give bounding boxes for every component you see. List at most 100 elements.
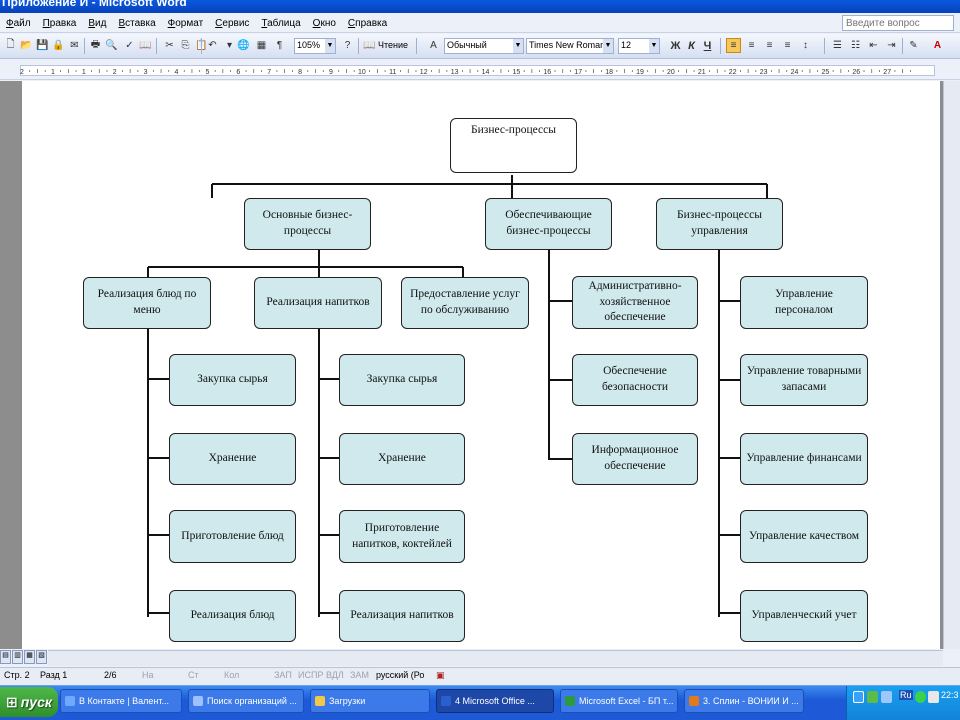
styles-pane-icon[interactable]: A [430,40,437,51]
help-icon[interactable]: ? [344,40,351,51]
align-left-icon[interactable]: ≡ [726,38,741,53]
print-layout-icon[interactable]: ▦ [24,650,35,664]
menu-item-label: айл [13,17,31,29]
save-icon[interactable]: 💾 [36,40,49,51]
network-icon[interactable] [853,691,864,703]
language-indicator[interactable]: Ru [899,690,913,700]
menu-item[interactable]: Вид [82,18,112,29]
document-page[interactable]: Бизнес-процессы Основные бизнес-процессы… [22,81,940,649]
drinks-step-node[interactable]: Закупка сырья [339,354,465,406]
ruler-label: 13 [451,69,459,76]
menu-item[interactable]: Окно [307,18,342,29]
taskbar-button[interactable]: 3. Сплин - ВОНИИ И ... [684,689,804,713]
reading-mode-label[interactable]: Чтение [378,40,409,50]
font-select[interactable]: Times New Roman▼ [526,38,614,54]
drinks-step-node[interactable]: Реализация напитков [339,590,465,642]
font-color-icon[interactable]: A [933,40,942,51]
italic-button[interactable]: К [688,39,695,52]
management-process-node[interactable]: Управление качеством [740,510,868,563]
menu-item[interactable]: Таблица [255,18,306,29]
menu-item-label: аблица [267,17,301,29]
cut-icon[interactable]: ✂ [165,40,174,51]
dishes-step-node[interactable]: Закупка сырья [169,354,296,406]
line-spacing-icon[interactable]: ↕ [803,40,808,51]
new-document-icon[interactable]: 🗋 [6,39,15,50]
print-icon[interactable]: 🖶 [90,39,101,50]
open-icon[interactable]: 📂 [20,40,33,51]
spelling-status-icon[interactable]: ▣ [436,670,445,680]
drinks-step-node[interactable]: Приготовление напитков, коктейлей [339,510,465,563]
management-process-node[interactable]: Управление персоналом [740,276,868,329]
status-ext[interactable]: ВДЛ [326,670,344,680]
reading-view-icon[interactable]: ▧ [36,650,47,664]
normal-view-icon[interactable]: ▤ [0,650,11,664]
dishes-step-node[interactable]: Хранение [169,433,296,485]
hyperlink-icon[interactable]: 🌐 [237,40,250,51]
menu-item[interactable]: Сервис [209,18,255,29]
status-trk[interactable]: ИСПР [298,670,324,680]
status-rec[interactable]: ЗАП [274,670,292,680]
antivirus-icon[interactable] [867,691,878,703]
zoom-select[interactable]: 105%▼ [294,38,336,54]
style-select[interactable]: Обычный▼ [444,38,524,54]
print-preview-icon[interactable]: 🔍 [105,40,118,51]
vertical-scrollbar[interactable] [943,81,960,649]
menu-item[interactable]: Формат [162,18,210,29]
reading-mode-icon[interactable]: 📖 [363,40,376,51]
research-icon[interactable]: 📖 [139,40,152,51]
main-process-node[interactable]: Предоставление услуг по обслуживанию [401,277,529,329]
spelling-icon[interactable]: ✓ [125,40,134,51]
level1-node[interactable]: Бизнес-процессы управления [656,198,783,250]
taskbar-button[interactable]: В Контакте | Валент... [60,689,182,713]
dishes-step-node[interactable]: Реализация блюд [169,590,296,642]
menu-item[interactable]: Справка [342,18,393,29]
copy-icon[interactable]: ⎘ [181,40,190,51]
horizontal-scrollbar[interactable] [48,650,943,666]
management-process-node[interactable]: Управление товарными запасами [740,354,868,406]
underline-button[interactable]: Ч [703,39,712,52]
menu-item[interactable]: Файл [0,18,37,29]
taskbar-button[interactable]: 4 Microsoft Office ... [436,689,554,713]
bold-button[interactable]: Ж [670,39,681,52]
management-process-node[interactable]: Управление финансами [740,433,868,485]
taskbar-button[interactable]: Загрузки [310,689,430,713]
web-view-icon[interactable]: ▥ [12,650,23,664]
undo-icon[interactable]: ↶ [208,40,217,51]
support-process-node[interactable]: Обеспечение безопасности [572,354,698,406]
bullets-icon[interactable]: ☷ [851,40,860,51]
start-button[interactable]: ⊞пуск [0,687,58,717]
support-process-node[interactable]: Информационное обеспечение [572,433,698,485]
undo-dropdown-icon[interactable]: ▾ [226,40,233,51]
root-node[interactable]: Бизнес-процессы [450,118,577,173]
table-icon[interactable]: ▦ [256,40,267,51]
taskbar-button[interactable]: Microsoft Excel - БП т... [560,689,678,713]
messenger-icon[interactable] [881,691,892,703]
dishes-step-node[interactable]: Приготовление блюд [169,510,296,563]
level1-node[interactable]: Обеспечивающие бизнес-процессы [485,198,612,250]
main-process-node[interactable]: Реализация блюд по меню [83,277,211,329]
status-ovr[interactable]: ЗАМ [350,670,369,680]
email-icon[interactable]: ✉ [70,40,79,51]
highlight-icon[interactable]: ✎ [909,40,918,51]
help-search-input[interactable] [842,15,954,31]
font-size-select[interactable]: 12▼ [618,38,660,54]
pilcrow-icon[interactable]: ¶ [276,40,283,51]
increase-indent-icon[interactable]: ⇥ [887,40,896,51]
align-right-icon[interactable]: ≡ [766,40,773,51]
menu-item[interactable]: Вставка [112,18,161,29]
numbering-icon[interactable]: ☰ [833,40,842,51]
decrease-indent-icon[interactable]: ⇤ [869,40,878,51]
icq-icon[interactable] [915,691,926,703]
justify-icon[interactable]: ≡ [784,40,791,51]
permission-icon[interactable]: 🔒 [52,40,65,51]
drinks-step-node[interactable]: Хранение [339,433,465,485]
volume-icon[interactable] [928,691,939,703]
management-process-node[interactable]: Управленческий учет [740,590,868,642]
support-process-node[interactable]: Административно-хозяйственное обеспечени… [572,276,698,329]
main-process-node[interactable]: Реализация напитков [254,277,382,329]
taskbar-button[interactable]: Поиск организаций ... [188,689,304,713]
level1-node[interactable]: Основные бизнес-процессы [244,198,371,250]
menu-item[interactable]: Правка [37,18,83,29]
align-center-icon[interactable]: ≡ [748,40,755,51]
